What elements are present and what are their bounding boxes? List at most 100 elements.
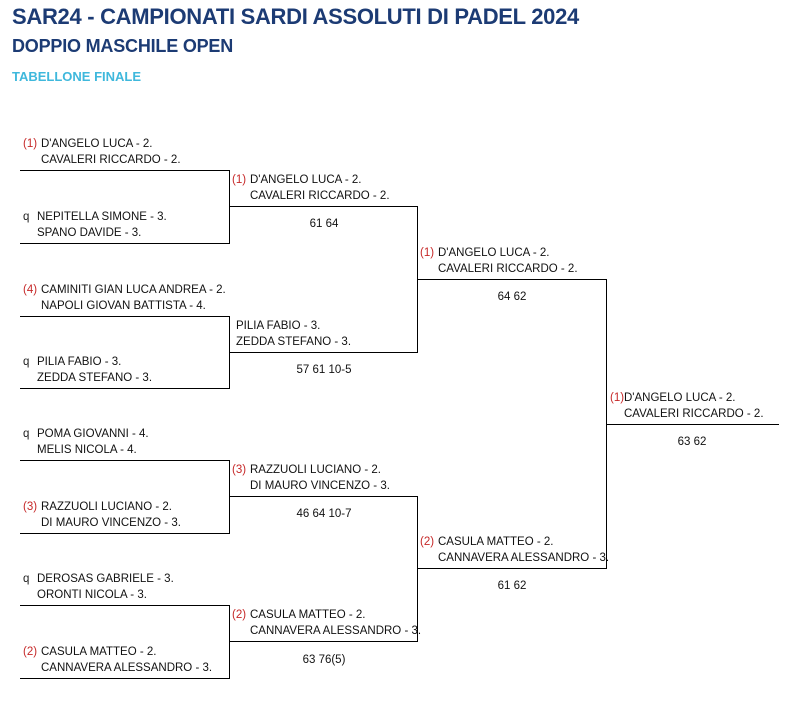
player-name: PILIA FABIO - 3. [37,356,122,368]
round2-score: 63 76(5) [302,654,346,666]
round1-connector [229,460,230,534]
round2-entry: (3)RAZZUOLI LUCIANO - 2. DI MAURO VINCENZ… [232,463,390,494]
round1-connector [229,605,230,679]
indent-spacer [23,443,37,459]
round3-line [417,279,607,280]
player-name: CAMINITI GIAN LUCA ANDREA - 2. [41,284,226,296]
round1-entry: q POMA GIOVANNI - 4. MELIS NICOLA - 4. [23,427,149,458]
player-name: CASULA MATTEO - 2. [438,536,554,548]
entry-line-2: ORONTI NICOLA - 3. [23,588,174,604]
qualifier-badge: q [23,573,30,585]
indent-spacer [420,551,438,567]
round2-score: 61 64 [309,218,339,230]
round3-entry: (1)D'ANGELO LUCA - 2.CAVALERI RICCARDO -… [420,246,578,277]
player-name: ZEDDA STEFANO - 3. [236,335,352,348]
section-label: TABELLONE FINALE [12,69,142,84]
player-name: CAVALERI RICCARDO - 2. [438,262,578,275]
entry-line-2: CANNAVERA ALESSANDRO - 3. [420,551,609,567]
indent-spacer [23,153,41,169]
player-name: POMA GIOVANNI - 4. [37,428,149,440]
indent-spacer [610,407,624,423]
seed-badge: (1) [420,247,435,259]
seed-badge: (1) [610,392,625,404]
player-name: D'ANGELO LUCA - 2. [624,392,736,404]
round1-entry: (4)CAMINITI GIAN LUCA ANDREA - 2.NAPOLI … [23,283,226,314]
player-name: D'ANGELO LUCA - 2. [250,174,362,186]
round3-score: 64 62 [497,291,527,303]
round1-line [20,533,230,534]
seed-badge: (2) [23,646,38,658]
entry-line-1: (1)D'ANGELO LUCA - 2. [23,137,181,153]
qualifier-badge: q [23,211,30,223]
round2-connector [417,496,418,642]
round1-line [20,170,230,171]
indent-spacer [23,588,37,604]
page-title: SAR24 - CAMPIONATI SARDI ASSOLUTI DI PAD… [12,4,579,29]
entry-line-1: (1)D'ANGELO LUCA - 2. [610,391,764,407]
player-name: CAVALERI RICCARDO - 2. [624,407,764,420]
entry-line-2: CAVALERI RICCARDO - 2. [610,407,764,423]
round3-score: 61 62 [497,580,527,592]
round1-line [20,678,230,679]
entry-line-2: ZEDDA STEFANO - 3. [23,371,152,387]
round2-line [229,496,418,497]
entry-line-1: (1)D'ANGELO LUCA - 2. [232,173,390,189]
round1-connector [229,170,230,244]
final-score: 63 62 [677,436,707,448]
qualifier-badge: q [23,428,30,440]
entry-line-1: (2)CASULA MATTEO - 2. [23,645,212,661]
seed-badge: (2) [420,536,435,548]
entry-line-2: SPANO DAVIDE - 3. [23,226,167,242]
seed-badge: (3) [232,464,247,476]
entry-line-1: q POMA GIOVANNI - 4. [23,427,149,443]
round2-line [229,352,418,353]
player-name: DEROSAS GABRIELE - 3. [37,573,174,585]
player-name: MELIS NICOLA - 4. [37,443,137,456]
qualifier-badge: q [23,356,30,368]
player-name: DI MAURO VINCENZO - 3. [41,516,181,529]
player-name: CASULA MATTEO - 2. [250,609,366,621]
round1-line [20,605,230,606]
entry-line-1: (2)CASULA MATTEO - 2. [420,535,609,551]
round2-entry: (2)CASULA MATTEO - 2.CANNAVERA ALESSANDR… [232,608,421,639]
entry-line-2: DI MAURO VINCENZO - 3. [232,479,390,495]
entry-line-2: CAVALERI RICCARDO - 2. [23,153,181,169]
player-name: CASULA MATTEO - 2. [41,646,157,658]
entry-line-1: (3)RAZZUOLI LUCIANO - 2. [23,500,181,516]
seed-badge: (1) [23,138,38,150]
player-name: SPANO DAVIDE - 3. [37,226,142,239]
indent-spacer [232,624,250,640]
indent-spacer [23,661,41,677]
round1-entry: (1)D'ANGELO LUCA - 2.CAVALERI RICCARDO -… [23,137,181,168]
event-subtitle: DOPPIO MASCHILE OPEN [12,36,234,56]
entry-line-2: CAVALERI RICCARDO - 2. [420,262,578,278]
entry-line-2: CAVALERI RICCARDO - 2. [232,189,390,205]
round1-entry: q DEROSAS GABRIELE - 3. ORONTI NICOLA - 3. [23,572,174,603]
indent-spacer [23,299,41,315]
indent-spacer [23,516,41,532]
player-name: NAPOLI GIOVAN BATTISTA - 4. [41,299,206,312]
indent-spacer [23,371,37,387]
seed-badge: (3) [23,501,38,513]
entry-line-1: q DEROSAS GABRIELE - 3. [23,572,174,588]
round2-score: 46 64 10-7 [296,508,352,520]
player-name: RAZZUOLI LUCIANO - 2. [250,464,381,476]
round1-entry: (3)RAZZUOLI LUCIANO - 2.DI MAURO VINCENZ… [23,500,181,531]
round2-line [229,641,418,642]
player-name: PILIA FABIO - 3. [236,320,321,332]
player-name: RAZZUOLI LUCIANO - 2. [41,501,172,513]
player-name: ORONTI NICOLA - 3. [37,588,147,601]
champion-entry: (1)D'ANGELO LUCA - 2.CAVALERI RICCARDO -… [610,391,764,422]
round2-entry: (1)D'ANGELO LUCA - 2.CAVALERI RICCARDO -… [232,173,390,204]
round2-entry: PILIA FABIO - 3. ZEDDA STEFANO - 3. [232,319,351,350]
player-name: CANNAVERA ALESSANDRO - 3. [41,661,213,674]
entry-line-2: DI MAURO VINCENZO - 3. [23,516,181,532]
entry-line-1: q PILIA FABIO - 3. [23,355,152,371]
round3-line [417,568,607,569]
seed-badge: (2) [232,609,247,621]
round2-line [229,206,418,207]
player-name: DI MAURO VINCENZO - 3. [250,479,390,492]
indent-spacer [23,226,37,242]
